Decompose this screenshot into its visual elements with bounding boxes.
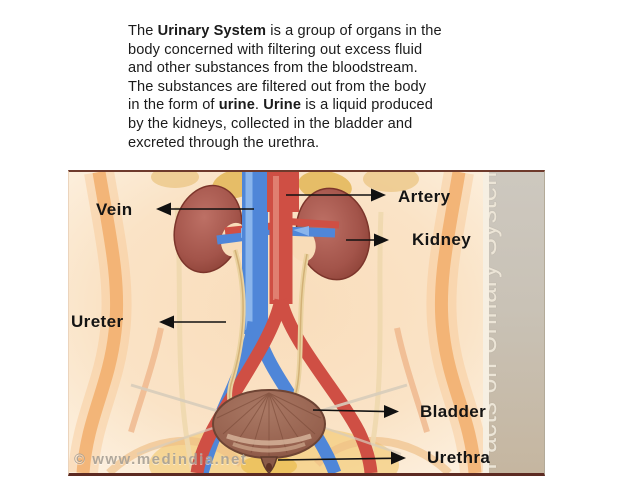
paragraph-line: by the kidneys, collected in the bladder… bbox=[128, 115, 413, 132]
renal-vein-right bbox=[254, 225, 336, 238]
bladder-arrow-line bbox=[312, 409, 387, 413]
ligament-left-low bbox=[136, 424, 220, 456]
bladder-sheen-2 bbox=[232, 442, 306, 453]
urethra-arrowhead bbox=[391, 451, 406, 465]
ligament-left bbox=[130, 383, 222, 414]
body-edge-left-line bbox=[76, 172, 124, 473]
body-edge-right-line bbox=[434, 172, 482, 473]
ligament-right bbox=[316, 383, 408, 414]
paragraph-line: in the form of urine. Urine is a liquid … bbox=[128, 97, 433, 114]
urinary-diagram-image: Facts on Urinary System bbox=[68, 170, 545, 476]
tan-mass-right bbox=[363, 172, 419, 192]
anatomy-illustration bbox=[69, 172, 489, 473]
kidney-arrowhead bbox=[374, 233, 389, 247]
urethra-tip bbox=[266, 463, 272, 471]
hip-line-left bbox=[128, 327, 164, 433]
label-ureter: Ureter bbox=[71, 312, 124, 331]
facts-sidebar: Facts on Urinary System bbox=[489, 172, 544, 473]
watermark: © www.medindia.net bbox=[74, 451, 248, 468]
hip-line-right bbox=[394, 327, 430, 433]
iliac-artery-right bbox=[274, 298, 378, 473]
label-bladder: Bladder bbox=[420, 402, 487, 421]
label-kidney: Kidney bbox=[412, 230, 472, 249]
bladder-arrowhead bbox=[384, 405, 399, 418]
label-artery: Artery bbox=[398, 187, 451, 206]
tan-mass-left bbox=[151, 172, 199, 188]
figure-divider bbox=[483, 172, 489, 473]
urethra-arrow-line bbox=[277, 457, 394, 461]
paragraph-line: The Urinary System is a group of organs … bbox=[128, 23, 442, 39]
artery-arrowhead bbox=[371, 188, 386, 202]
ureter-arrowhead bbox=[159, 315, 174, 329]
paragraph-line: The substances are filtered out from the… bbox=[128, 78, 427, 95]
label-urethra: Urethra bbox=[427, 448, 491, 467]
paragraph-line: excreted through the urethra. bbox=[128, 134, 320, 151]
paragraph-line: body concerned with filtering out excess… bbox=[128, 41, 423, 58]
vein-arrowhead bbox=[156, 202, 171, 216]
annotation-arrows bbox=[156, 188, 406, 465]
label-vein: Vein bbox=[96, 200, 133, 219]
paragraph-line: and other substances from the bloodstrea… bbox=[128, 60, 418, 77]
diagram-canvas: Facts on Urinary System bbox=[69, 172, 544, 473]
intro-paragraph: The Urinary System is a group of organs … bbox=[128, 22, 448, 152]
ligament-right-low bbox=[318, 424, 402, 456]
cord-right bbox=[364, 211, 384, 473]
renal-clip-right bbox=[293, 226, 309, 236]
bladder-sheen-1 bbox=[226, 433, 312, 446]
